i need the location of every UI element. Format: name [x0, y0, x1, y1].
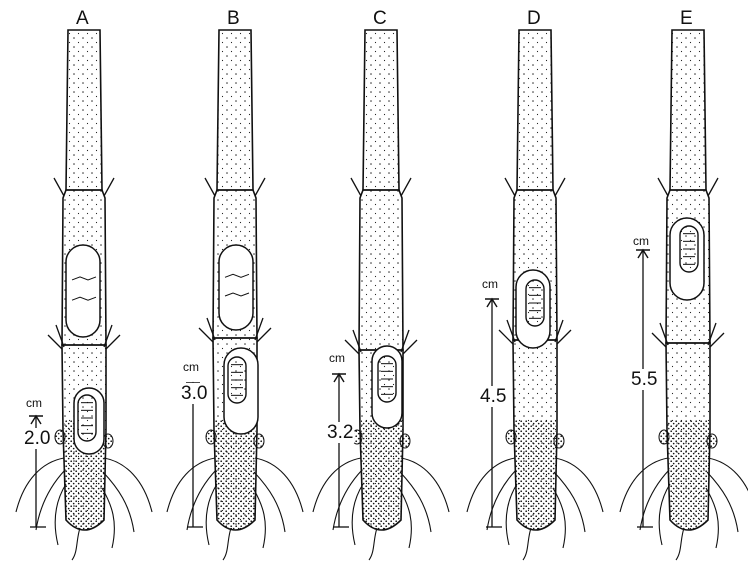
bud	[506, 430, 516, 444]
root	[167, 458, 215, 512]
bud	[254, 434, 264, 448]
bud	[206, 430, 216, 444]
root	[369, 528, 377, 560]
panel-d: Dcm 4.5	[467, 8, 603, 560]
rotted-base	[515, 420, 556, 530]
root	[676, 528, 684, 560]
panel-a: Acm 2.0	[16, 8, 152, 560]
middle-internode	[359, 190, 403, 350]
root	[255, 458, 303, 512]
bud	[659, 430, 669, 444]
upper-stalk	[217, 30, 253, 190]
panel-e: Ecm 5.5	[620, 8, 748, 560]
panel-label: E	[680, 8, 693, 29]
root	[104, 458, 152, 512]
bud	[400, 434, 410, 448]
root	[620, 458, 668, 512]
cm-unit-label: cm	[183, 360, 199, 374]
panel-b: Bcm 3.0	[167, 8, 303, 560]
measurement-value: 2.0	[24, 428, 50, 449]
measurement-value: 3.2	[327, 422, 353, 443]
root	[254, 472, 285, 532]
cm-unit-label: cm	[26, 396, 42, 410]
root	[333, 470, 362, 530]
root	[401, 458, 449, 512]
root	[707, 472, 738, 532]
empty-tunnel	[219, 245, 253, 330]
root	[467, 458, 515, 512]
cm-unit-label: cm	[329, 351, 345, 365]
root	[103, 472, 134, 532]
root	[640, 470, 669, 530]
root	[555, 458, 603, 512]
bud	[55, 430, 65, 444]
root	[400, 472, 431, 532]
measurement-value: 5.5	[631, 369, 657, 390]
upper-stalk	[66, 30, 102, 190]
bud	[707, 434, 717, 448]
root	[313, 458, 361, 512]
cm-unit-label: cm	[633, 234, 649, 248]
root	[223, 528, 231, 560]
panel-label: A	[76, 8, 89, 29]
bud	[554, 434, 564, 448]
empty-tunnel	[66, 245, 100, 337]
rotted-base	[215, 420, 256, 530]
panel-c: Ccm 3.2	[313, 8, 449, 560]
panel-label: D	[527, 8, 541, 29]
cm-unit-label: cm	[482, 277, 498, 291]
upper-stalk	[670, 30, 706, 190]
root	[187, 470, 216, 530]
panel-label: C	[373, 8, 387, 29]
root	[554, 472, 585, 532]
root	[72, 528, 80, 560]
measurement-value: 4.5	[480, 386, 506, 407]
rotted-base	[361, 420, 402, 530]
rotted-base	[668, 420, 709, 530]
panel-label: B	[227, 8, 240, 29]
upper-stalk	[363, 30, 399, 190]
upper-stalk	[517, 30, 553, 190]
measurement-value: 3.0	[181, 383, 207, 404]
root	[36, 470, 65, 530]
root	[523, 528, 531, 560]
root	[16, 458, 64, 512]
